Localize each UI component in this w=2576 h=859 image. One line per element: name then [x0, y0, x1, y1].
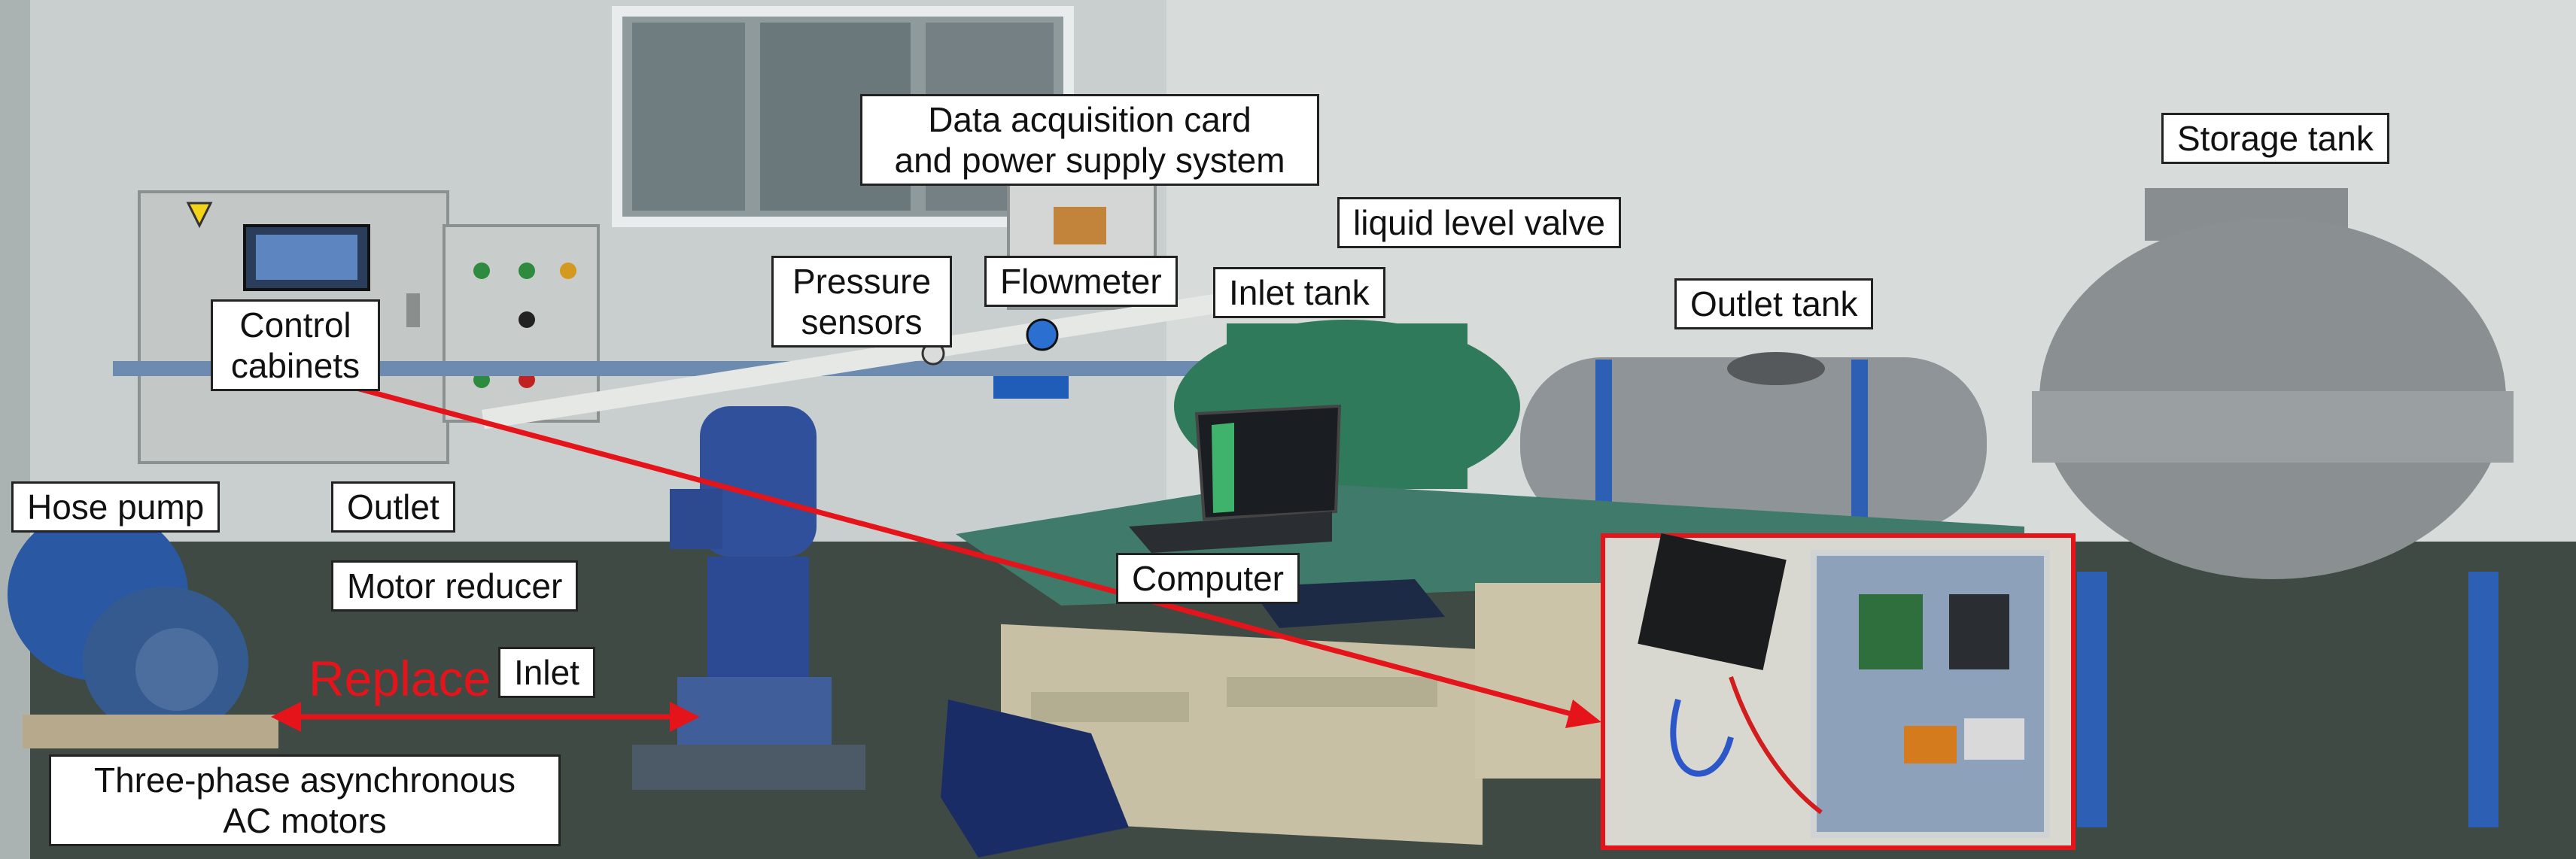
label-computer: Computer	[1116, 553, 1300, 604]
storage-tank	[2032, 188, 2514, 827]
control-cabinet-small	[443, 224, 600, 423]
chair	[941, 700, 1129, 857]
cabinet-to-inset-arrow-line	[353, 384, 1589, 721]
laptop	[1129, 404, 1342, 553]
label-liquid-level-valve: liquid level valve	[1337, 197, 1621, 248]
control-box-inset	[1601, 533, 2076, 850]
flowmeter-head	[1026, 318, 1059, 351]
daq-box-window	[1054, 207, 1106, 244]
cabinet-to-inset-arrowhead	[1565, 700, 1601, 728]
label-three-phase-motors: Three-phase asynchronous AC motors	[49, 754, 561, 846]
replace-annotation: Replace	[309, 651, 491, 706]
label-hose-pump: Hose pump	[11, 481, 220, 533]
control-cabinet-main	[138, 190, 449, 464]
wall-rail	[113, 361, 1242, 376]
label-inlet-tank: Inlet tank	[1213, 267, 1385, 318]
main-pipe	[481, 283, 1288, 430]
reducer-motor	[632, 406, 865, 790]
hose-pump-motor	[8, 508, 278, 748]
replace-arrow-left-head	[271, 702, 301, 732]
label-outlet: Outlet	[331, 481, 455, 533]
label-motor-reducer: Motor reducer	[331, 560, 579, 612]
label-inlet: Inlet	[498, 647, 595, 698]
flowmeter-body	[993, 376, 1069, 399]
label-outlet-tank: Outlet tank	[1674, 278, 1874, 329]
label-pressure-sensors: Pressure sensors	[771, 256, 952, 348]
label-storage-tank: Storage tank	[2161, 113, 2389, 164]
outlet-tank	[1520, 352, 1987, 530]
red-arrows	[271, 384, 1601, 732]
label-flowmeter: Flowmeter	[984, 256, 1178, 307]
label-data-acquisition: Data acquisition card and power supply s…	[860, 94, 1319, 186]
replace-arrow-right-head	[670, 702, 700, 732]
label-control-cabinets: Control cabinets	[211, 299, 380, 391]
